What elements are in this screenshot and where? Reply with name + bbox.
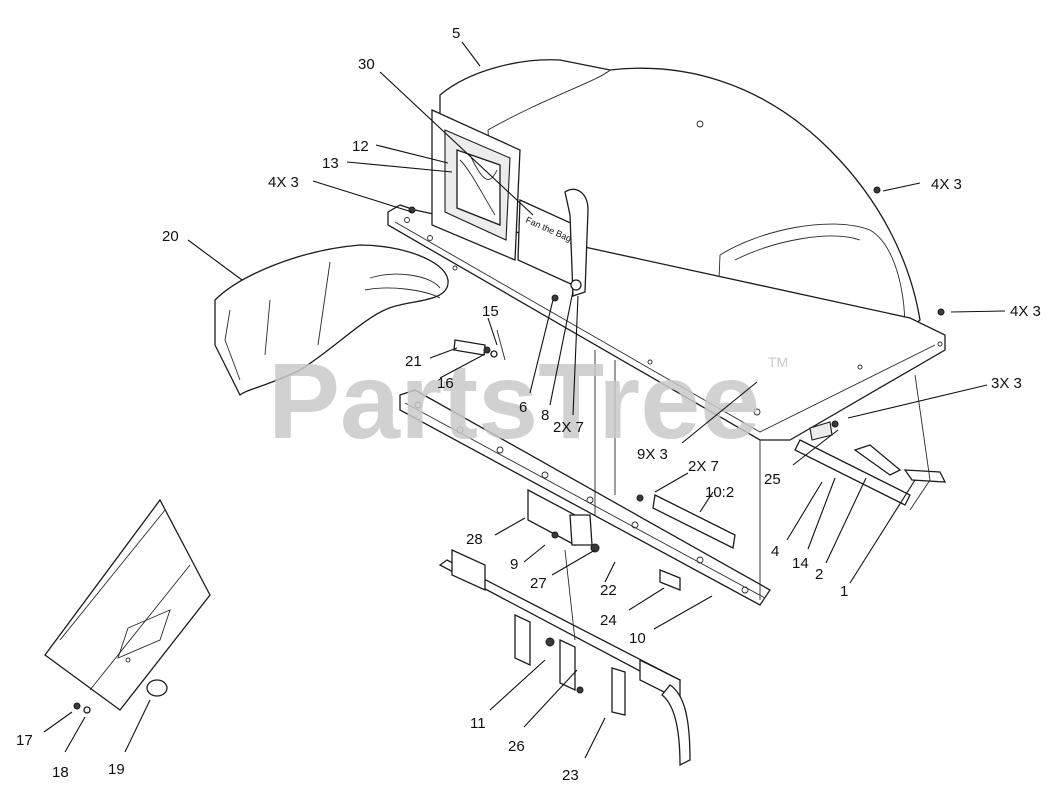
watermark: PartsTree TM	[268, 340, 788, 461]
callout-14: 14	[792, 555, 809, 572]
callout-12: 12	[352, 138, 369, 155]
callout-4x3-left: 4X 3	[268, 174, 299, 191]
leader-lines	[43, 41, 1006, 759]
callout-8: 8	[541, 407, 549, 424]
callout-5: 5	[452, 25, 460, 42]
side-shield-inset	[44, 498, 211, 714]
pin-hardware	[453, 329, 506, 361]
watermark-text: PartsTree	[268, 340, 760, 461]
callout-10-2: 10:2	[705, 484, 734, 501]
callout-27: 27	[530, 575, 547, 592]
callout-23: 23	[562, 767, 579, 784]
callout-17: 17	[16, 732, 33, 749]
callout-9: 9	[510, 556, 518, 573]
callout-4: 4	[771, 543, 779, 560]
callout-3x3: 3X 3	[991, 375, 1022, 392]
callout-2x7-top: 2X 7	[553, 419, 584, 436]
callout-19: 19	[108, 761, 125, 778]
callout-18: 18	[52, 764, 69, 781]
callout-25: 25	[764, 471, 781, 488]
callout-13: 13	[322, 155, 339, 172]
callout-15: 15	[482, 303, 499, 320]
callout-21: 21	[405, 353, 422, 370]
callout-4x3-top-right: 4X 3	[931, 176, 962, 193]
bolts	[408, 186, 945, 316]
callout-labels: 5 30 12 13 4X 3 4X 3 4X 3 3X 3 20 15 21 …	[16, 25, 1041, 784]
hitch-frame	[438, 548, 691, 767]
callout-16: 16	[437, 375, 454, 392]
callout-2x7-mid: 2X 7	[688, 458, 719, 475]
callout-26: 26	[508, 738, 525, 755]
watermark-trademark: TM	[768, 354, 788, 370]
callout-4x3-right: 4X 3	[1010, 303, 1041, 320]
callout-28: 28	[466, 531, 483, 548]
callout-11: 11	[470, 715, 486, 732]
callout-6: 6	[519, 399, 527, 416]
callout-22: 22	[600, 582, 617, 599]
side-panel	[431, 108, 521, 261]
latch-handle	[551, 188, 589, 302]
discharge-chute	[214, 244, 449, 397]
callout-24: 24	[600, 612, 617, 629]
callout-30: 30	[358, 56, 375, 73]
mounting-rail	[399, 389, 771, 606]
callout-2: 2	[815, 566, 823, 583]
hinge-bracket	[527, 350, 600, 553]
hopper-latch-parts	[614, 360, 947, 600]
callout-1: 1	[840, 583, 848, 600]
bracket-strip	[636, 494, 736, 549]
callout-10: 10	[629, 630, 646, 647]
callout-9x3: 9X 3	[637, 446, 668, 463]
callout-20: 20	[162, 228, 179, 245]
